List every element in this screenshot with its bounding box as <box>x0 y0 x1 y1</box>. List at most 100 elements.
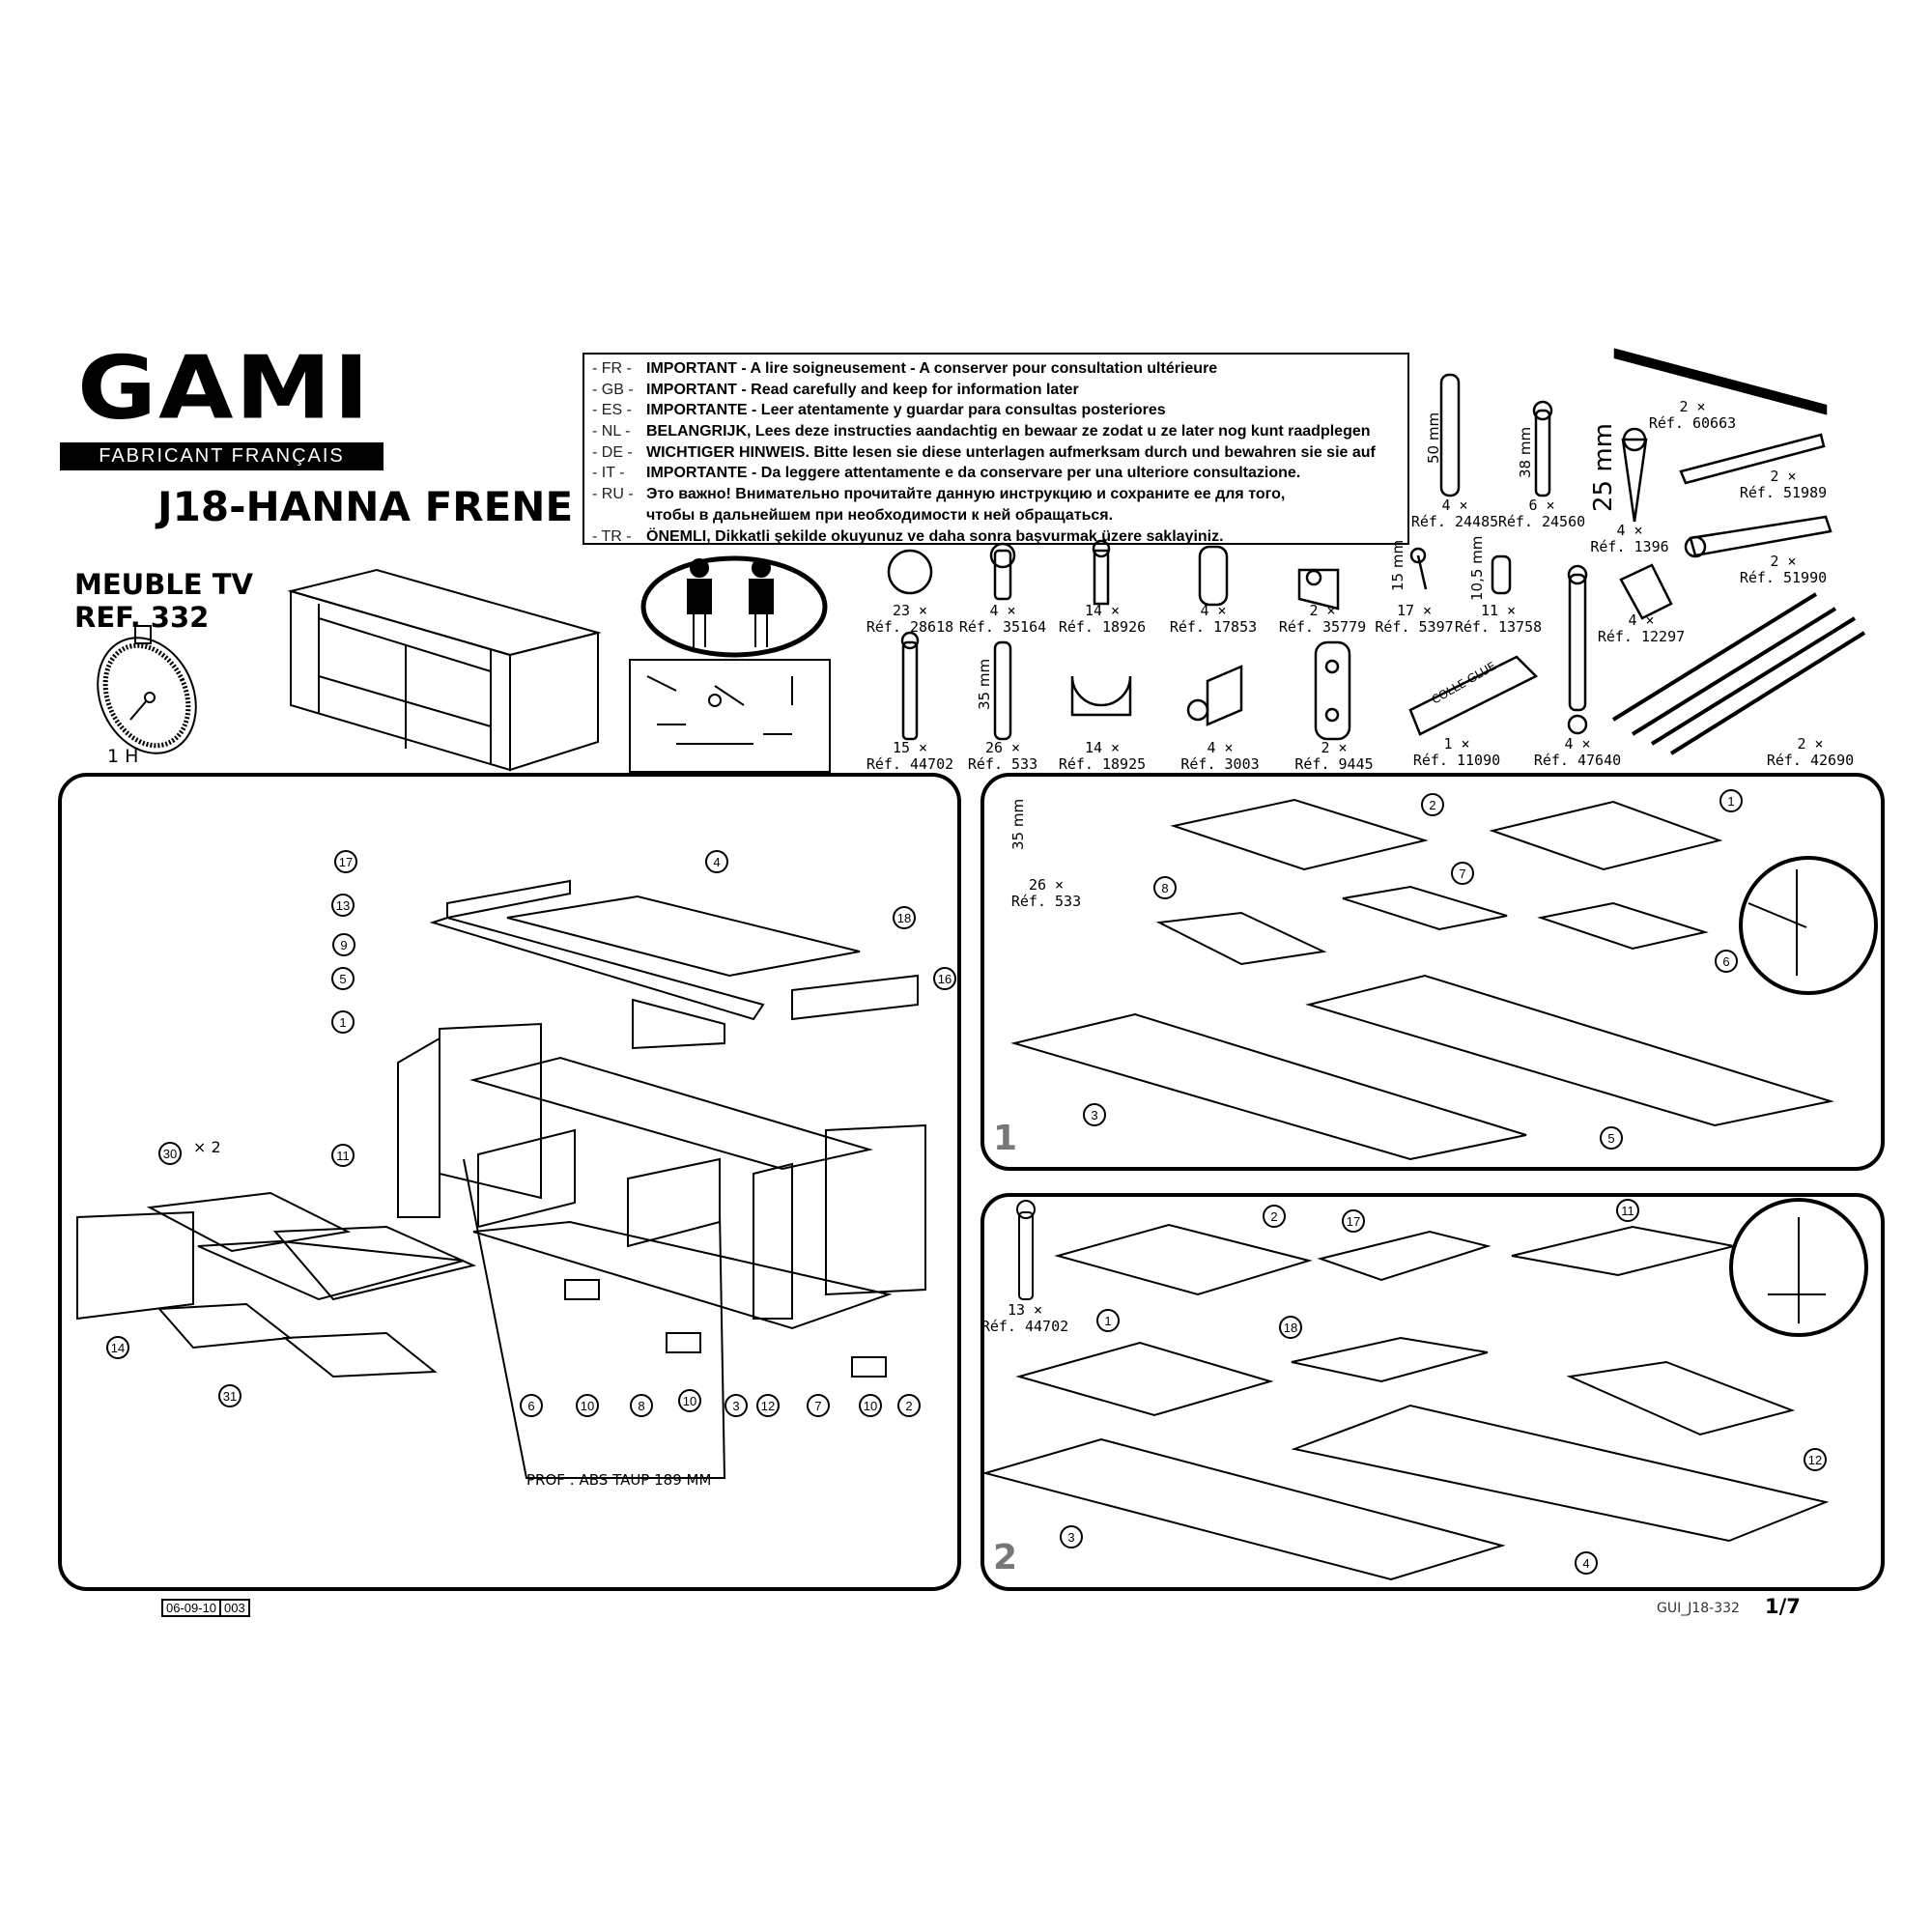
exploded-view <box>76 879 926 1479</box>
hardware-ref: Réf. 9445 <box>1294 755 1374 773</box>
tools-icon <box>646 675 793 745</box>
callout-circle <box>678 1389 701 1412</box>
notice-row: - GB -IMPORTANT - Read carefully and kee… <box>592 380 1407 401</box>
notice-text: BELANGRIJK, Lees deze instructies aandac… <box>646 423 1371 440</box>
callout-circle <box>1451 862 1474 885</box>
hardware-item: 4 ×Réf. 35164 <box>959 603 1046 636</box>
hardware-ref: Réf. 51990 <box>1739 569 1828 586</box>
overview-callout: 6 <box>520 1394 543 1417</box>
callout-number: 10 <box>683 1394 696 1408</box>
hardware-count: 4 × <box>1564 735 1591 753</box>
callout-circle <box>1804 1448 1827 1471</box>
callout-number: 31 <box>223 1389 237 1404</box>
hardware-count: 4 × <box>1616 522 1643 539</box>
callout-circle <box>1060 1525 1083 1548</box>
hardware-ref: Réf. 24560 <box>1497 513 1586 530</box>
hardware-ref: Réf. 533 <box>967 755 1038 773</box>
callout-circle <box>893 906 916 929</box>
callout-number: 2 <box>905 1399 912 1413</box>
overview-callout: 12 <box>756 1394 780 1417</box>
language-code: - RU - <box>592 486 634 503</box>
hardware-item: 2 ×Réf. 9445 <box>1294 740 1373 773</box>
callout-circle <box>705 850 728 873</box>
hardware-item: 4 ×Réf. 24485 <box>1411 497 1498 530</box>
notice-text: Это важно! Внимательно прочитайте данную… <box>646 486 1286 503</box>
callout-circle <box>807 1394 830 1417</box>
hardware-item: 4 ×Réf. 47640 <box>1534 736 1621 769</box>
callout-circle <box>1096 1309 1120 1332</box>
hardware-item: 15 ×Réf. 44702 <box>867 740 953 773</box>
hardware-item: 2 ×Réf. 51990 <box>1740 554 1827 586</box>
overview-callout: 1 <box>331 1010 355 1034</box>
important-notice-box: - FR - IMPORTANT - A lire soigneusement -… <box>582 353 1409 545</box>
callout-circle <box>933 967 956 990</box>
hardware-ref: Réf. 13758 <box>1454 618 1543 636</box>
hardware-count: 11 × <box>1480 602 1517 619</box>
overview-callout: 18 <box>893 906 916 929</box>
hardware-ref: Réf. 44702 <box>866 755 954 773</box>
callout-circle <box>334 850 357 873</box>
callout-number: 1 <box>1727 794 1734 809</box>
callout-number: 6 <box>1722 954 1729 969</box>
hardware-ref: Réf. 3003 <box>1180 755 1260 773</box>
hardware-ref: Réf. 47640 <box>1533 752 1622 769</box>
callout-circle <box>331 1010 355 1034</box>
callout-number: 10 <box>581 1399 594 1413</box>
hardware-item: 2 ×Réf. 51989 <box>1740 469 1827 501</box>
language-code <box>592 505 646 526</box>
callout-number: 5 <box>1607 1131 1614 1146</box>
tools-box <box>629 659 831 773</box>
notice-text: IMPORTANT - A lire soigneusement - A con… <box>646 360 1218 377</box>
hardware-ref: Réf. 11090 <box>1412 752 1501 769</box>
callout-circle <box>1421 793 1444 816</box>
callout-circle <box>1263 1205 1286 1228</box>
hardware-count: 4 × <box>989 602 1016 619</box>
hardware-count: 2 × <box>1770 553 1797 570</box>
step1-part-dimension: 35 mm <box>1009 798 1027 850</box>
step2-callout: 11 <box>1616 1199 1639 1222</box>
overview-callout: 31 <box>218 1384 242 1407</box>
notice-text: WICHTIGER HINWEIS. Bitte lesen sie diese… <box>646 443 1376 461</box>
hardware-item: 2 ×Réf. 42690 <box>1767 736 1854 769</box>
hardware-item: 4 ×Réf. 3003 <box>1180 740 1259 773</box>
step2-callout: 17 <box>1342 1209 1365 1233</box>
hardware-count: 4 × <box>1628 611 1655 629</box>
callout-circle <box>1575 1551 1598 1575</box>
overview-panel <box>58 773 961 1591</box>
callout-circle <box>331 894 355 917</box>
overview-callout: 9 <box>332 933 355 956</box>
step1-drawing <box>1010 798 1878 1161</box>
language-code: - IT - <box>592 465 625 482</box>
callout-circle <box>158 1142 182 1165</box>
callout-number: 12 <box>761 1399 775 1413</box>
hardware-item: 4 ×Réf. 12297 <box>1598 612 1685 645</box>
step2-callout: 1 <box>1096 1309 1120 1332</box>
hardware-ref: Réf. 35779 <box>1278 618 1367 636</box>
callout-number: 14 <box>111 1341 125 1355</box>
notice-row: - TR -ÖNEMLI, Dikkatli şekilde okuyunuz … <box>592 526 1407 544</box>
callout-circle <box>630 1394 653 1417</box>
edge-band-note: PROF : ABS TAUP 189 MM <box>526 1471 712 1489</box>
language-code: - ES - <box>592 402 632 419</box>
callout-circle <box>756 1394 780 1417</box>
step1-callout: 6 <box>1715 950 1738 973</box>
callout-number: 4 <box>713 855 720 869</box>
notice-row: чтобы в дальнейшем при необходимости к н… <box>592 505 1407 526</box>
language-code: - DE - <box>592 443 633 461</box>
hardware-item: 11 ×Réf. 13758 <box>1455 603 1542 636</box>
callout-number: 1 <box>339 1015 346 1030</box>
step1-callout: 5 <box>1600 1126 1623 1150</box>
language-code: - FR - <box>592 360 632 377</box>
step2-drawing <box>981 1198 1868 1581</box>
overview-callout: 13 <box>331 894 355 917</box>
language-code: - NL - <box>592 423 631 440</box>
hardware-count: 14 × <box>1084 739 1121 756</box>
overview-callout: 16 <box>933 967 956 990</box>
callout-number: 30 <box>163 1147 177 1161</box>
step2-callout: 18 <box>1279 1316 1302 1339</box>
hardware-ref: Réf. 5397 <box>1375 618 1454 636</box>
hardware-ref: Réf. 12297 <box>1597 628 1686 645</box>
notice-row: - IT -IMPORTANTE - Da leggere attentamen… <box>592 463 1407 484</box>
callout-number: 11 <box>1621 1204 1634 1218</box>
